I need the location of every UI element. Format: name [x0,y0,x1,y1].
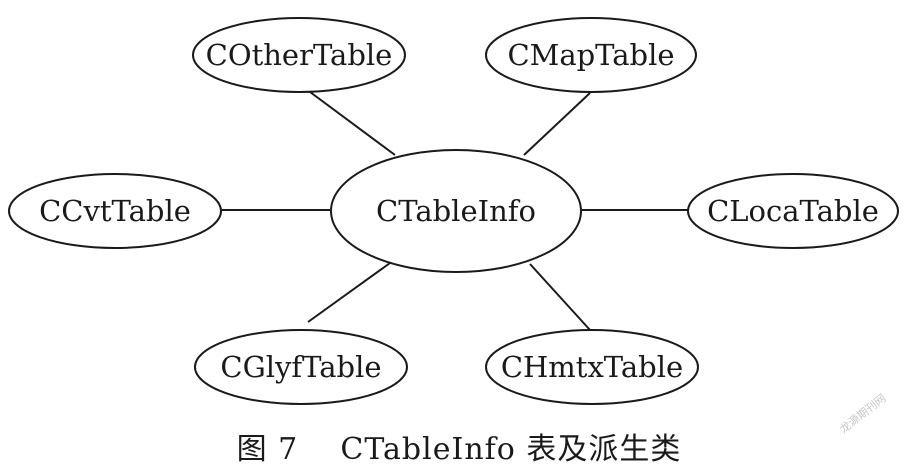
edge-center-mapTable [523,92,591,156]
node-clocatable-label: CLocaTable [707,194,879,228]
edge-center-hmtxTable [529,263,591,331]
node-cmaptable: CMapTable [485,17,697,93]
node-ctableinfo-label: CTableInfo [376,194,536,228]
node-chmtxtable: CHmtxTable [485,329,699,405]
node-cglyftable: CGlyfTable [194,329,408,405]
node-cothertable-label: COtherTable [206,38,393,72]
edge-center-otherTable [305,88,396,156]
node-chmtxtable-label: CHmtxTable [501,350,683,384]
figure-caption-text: CTableInfo 表及派生类 [340,432,682,467]
node-ctableinfo: CTableInfo [330,149,582,273]
node-ccvttable: CCvtTable [8,173,222,249]
figure-caption: 图 7 CTableInfo 表及派生类 [0,424,918,468]
edge-center-glyfTable [307,262,391,323]
class-diagram: CTableInfo COtherTable CMapTable CCvtTab… [8,17,899,405]
node-cglyftable-label: CGlyfTable [220,350,381,384]
node-cmaptable-label: CMapTable [507,38,674,72]
node-ccvttable-label: CCvtTable [39,194,191,228]
node-clocatable: CLocaTable [687,173,899,249]
figure-number: 图 7 [236,432,299,467]
node-cothertable: COtherTable [192,17,406,93]
